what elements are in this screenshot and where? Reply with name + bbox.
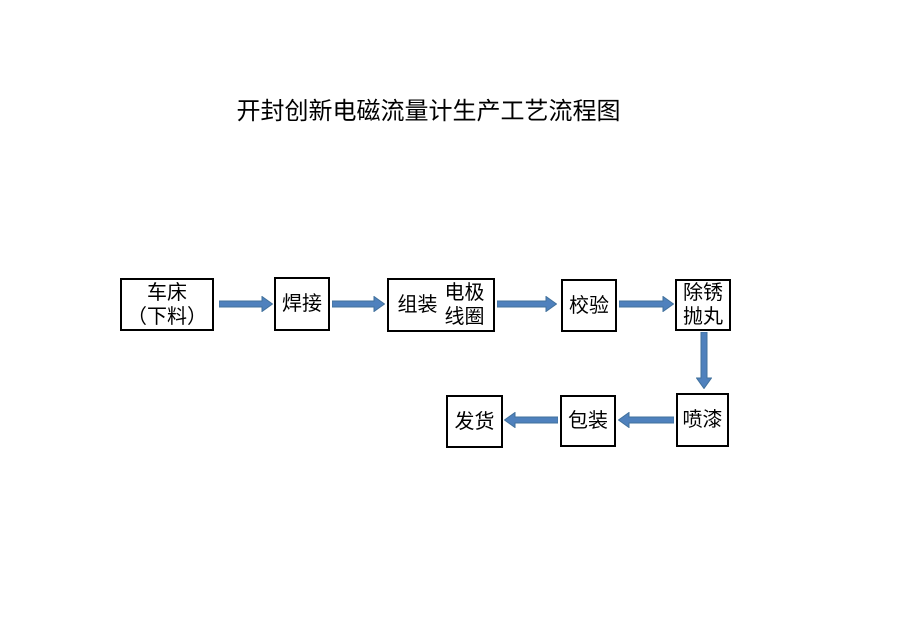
node-assembly-stack-line2: 线圈 xyxy=(444,306,485,328)
arrow-left-icon-paint-to-packing xyxy=(618,412,674,428)
arrow-right-icon-welding-to-assembly xyxy=(332,296,385,312)
node-welding: 焊接 xyxy=(274,277,330,331)
node-calibration: 校验 xyxy=(561,279,617,332)
node-lathe: 车床 （下料） xyxy=(120,278,214,331)
arrow-left-icon-packing-to-shipping xyxy=(504,412,558,428)
arrow-right-icon-lathe-to-welding xyxy=(219,296,273,312)
node-rust-blast-line1: 除锈 xyxy=(683,282,723,304)
arrow-right-icon-assembly-to-calibration xyxy=(497,296,557,312)
node-packing-label: 包装 xyxy=(568,410,608,432)
arrow-right-icon-calibration-to-rust-blast xyxy=(619,296,674,312)
node-calibration-label: 校验 xyxy=(569,294,609,317)
node-assembly-stack-line1: 电极 xyxy=(444,282,485,304)
node-assembly-prefix: 组装 xyxy=(397,294,438,316)
node-lathe-line2: （下料） xyxy=(127,305,207,328)
node-welding-label: 焊接 xyxy=(282,293,322,315)
page-title: 开封创新电磁流量计生产工艺流程图 xyxy=(236,99,621,125)
node-paint: 喷漆 xyxy=(676,393,729,447)
node-shipping: 发货 xyxy=(446,395,503,448)
node-paint-label: 喷漆 xyxy=(682,409,723,431)
arrow-down-icon-rust-blast-to-paint xyxy=(696,332,712,389)
node-rust-blast: 除锈 抛丸 xyxy=(675,279,731,331)
node-lathe-line1: 车床 xyxy=(147,281,187,304)
node-packing: 包装 xyxy=(560,395,616,447)
node-assembly: 组装 电极 线圈 xyxy=(387,278,495,332)
node-rust-blast-line2: 抛丸 xyxy=(683,306,723,328)
node-assembly-stack: 电极 线圈 xyxy=(445,281,485,329)
node-shipping-label: 发货 xyxy=(454,410,495,433)
